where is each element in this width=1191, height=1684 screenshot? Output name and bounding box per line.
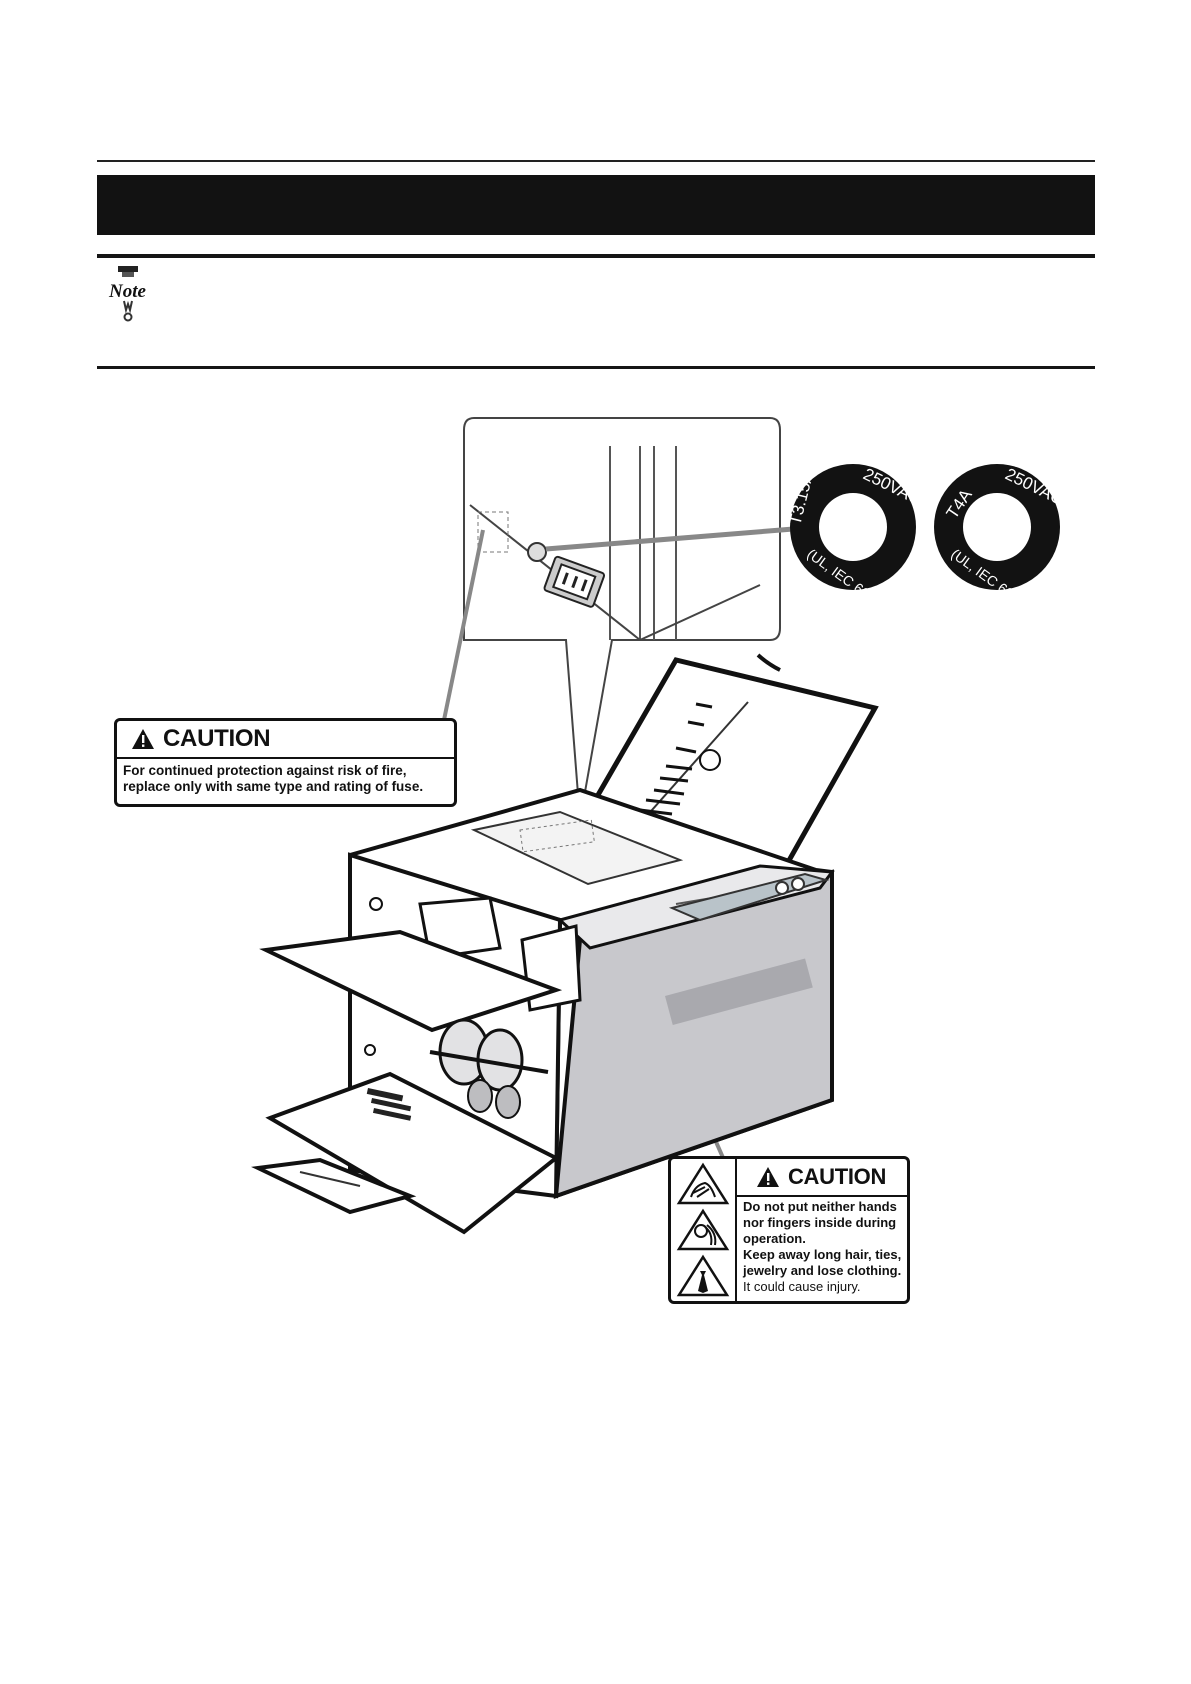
note-rule-top: [97, 254, 1095, 258]
paper-tray: [259, 929, 563, 1033]
caution-hands-line: nor fingers inside during: [743, 1215, 897, 1230]
caution-fuse-line: For continued protection against risk of…: [123, 763, 407, 778]
fuse-label-4a: T4A 250VAC (UL, IEC 60127): [934, 464, 1066, 618]
caution-hands-text: Do not put neither hands nor fingers ins…: [743, 1199, 905, 1295]
note-rule-bottom: [97, 366, 1095, 369]
caution-fuse-header: CAUTION: [117, 721, 454, 759]
caution-hands-line: Do not put neither hands: [743, 1199, 897, 1214]
fuse-label-3-15a: T3.15A 250VAC (UL, IEC 60127): [785, 464, 924, 618]
caution-fuse-label: CAUTION For continued protection against…: [114, 718, 457, 807]
hand-entanglement-icon: [676, 1162, 730, 1205]
caution-hands-label: CAUTION Do not put neither hands nor fin…: [668, 1156, 910, 1304]
caution-hands-heading: CAUTION: [787, 1164, 887, 1189]
header-rule: [97, 160, 1095, 162]
warning-triangle-icon: [132, 729, 154, 749]
tie-entanglement-icon: [676, 1254, 730, 1297]
caution-icons-column: [671, 1159, 737, 1301]
caution-fuse-text: For continued protection against risk of…: [117, 759, 454, 795]
caution-hands-line: Keep away long hair, ties,: [743, 1247, 902, 1262]
caution-fuse-heading: CAUTION: [163, 725, 271, 752]
caution-hands-header: CAUTION: [735, 1159, 907, 1197]
caution-hands-line: operation.: [743, 1231, 806, 1246]
svg-text:Note: Note: [108, 281, 147, 302]
section-title-bar: [97, 175, 1095, 235]
warning-triangle-icon: [756, 1167, 779, 1187]
note-icon: Note: [108, 266, 147, 322]
folding-machine: [251, 653, 879, 1235]
output-extension: [251, 1157, 417, 1215]
caution-hands-line: It could cause injury.: [743, 1279, 861, 1294]
hair-entanglement-icon: [676, 1208, 730, 1251]
machine-illustration: T3.15A 250VAC (UL, IEC 60127) T4A 250VAC…: [251, 417, 1066, 1235]
caution1-leader: [442, 529, 485, 721]
callout-bubble: [463, 417, 781, 821]
fuse-leader: [545, 525, 807, 552]
caution-fuse-line: replace only with same type and rating o…: [123, 779, 424, 794]
caution-hands-line: jewelry and lose clothing.: [743, 1263, 902, 1278]
